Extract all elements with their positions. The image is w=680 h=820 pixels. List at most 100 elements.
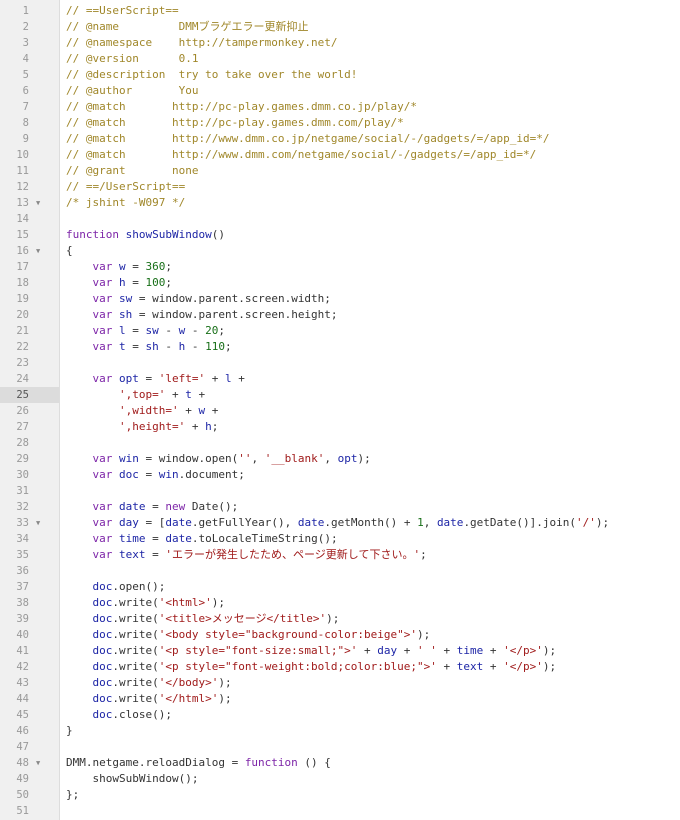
code-token: '<p style="font-size:small;">' xyxy=(158,644,358,657)
code-token xyxy=(66,372,93,385)
code-area[interactable]: // ==UserScript==// @name DMMブラゲエラー更新抑止/… xyxy=(60,0,680,820)
code-token: + xyxy=(397,644,418,657)
code-token: var xyxy=(92,260,119,273)
code-token: .write( xyxy=(112,692,159,705)
code-line[interactable]: // @match http://pc-play.games.dmm.com/p… xyxy=(66,115,404,131)
code-line[interactable]: var time = date.toLocaleTimeString(); xyxy=(66,531,338,547)
gutter-row: 15 xyxy=(0,227,59,243)
code-token xyxy=(66,516,93,529)
code-line[interactable]: doc.open(); xyxy=(66,579,166,595)
line-number: 38 xyxy=(16,597,29,609)
code-line[interactable]: ',height=' + h; xyxy=(66,419,218,435)
code-line[interactable]: // @grant none xyxy=(66,163,198,179)
code-token: var xyxy=(92,532,119,545)
code-line[interactable]: // ==/UserScript== xyxy=(66,179,185,195)
code-line[interactable]: doc.write('<p style="font-weight:bold;co… xyxy=(66,659,557,675)
code-line[interactable]: doc.write('<body style="background-color… xyxy=(66,627,431,643)
fold-toggle-icon[interactable]: ▼ xyxy=(36,199,41,207)
code-token: '</p>' xyxy=(503,644,543,657)
code-line[interactable]: // @author You xyxy=(66,83,198,99)
gutter-row: 25 xyxy=(0,387,59,403)
code-line[interactable]: // @description try to take over the wor… xyxy=(66,67,357,83)
gutter-row: 22 xyxy=(0,339,59,355)
code-line[interactable]: var win = window.open('', '__blank', opt… xyxy=(66,451,371,467)
gutter-row: 34 xyxy=(0,531,59,547)
code-line[interactable]: doc.close(); xyxy=(66,707,172,723)
code-line[interactable]: } xyxy=(66,723,73,739)
line-number: 37 xyxy=(16,581,29,593)
code-line[interactable]: { xyxy=(66,243,73,259)
code-token: } xyxy=(66,724,73,737)
code-line[interactable]: // @match http://www.dmm.com/netgame/soc… xyxy=(66,147,536,163)
code-line[interactable]: // @name DMMブラゲエラー更新抑止 xyxy=(66,19,308,35)
code-token: ); xyxy=(218,692,232,705)
code-line[interactable]: var h = 100; xyxy=(66,275,173,291)
code-token: '<html>' xyxy=(158,596,212,609)
code-token: ); xyxy=(326,612,340,625)
code-token: sh xyxy=(119,308,133,321)
code-line[interactable]: // @match http://www.dmm.co.jp/netgame/s… xyxy=(66,131,549,147)
code-token: = window.parent.screen.height; xyxy=(132,308,338,321)
code-line[interactable]: // @match http://pc-play.games.dmm.co.jp… xyxy=(66,99,417,115)
code-line[interactable]: var w = 360; xyxy=(66,259,173,275)
code-token: function xyxy=(66,228,126,241)
code-token: + xyxy=(205,372,225,385)
code-line[interactable]: function showSubWindow() xyxy=(66,227,225,243)
gutter-row: 45 xyxy=(0,707,59,723)
code-line[interactable]: var text = 'エラーが発生したため、ページ更新して下さい。'; xyxy=(66,547,427,563)
code-line[interactable]: var t = sh - h - 110; xyxy=(66,339,232,355)
code-line[interactable]: var sh = window.parent.screen.height; xyxy=(66,307,338,323)
code-token: '</p>' xyxy=(503,660,543,673)
line-number: 15 xyxy=(16,229,29,241)
code-line[interactable]: }; xyxy=(66,787,79,803)
code-token: // ==UserScript== xyxy=(66,4,179,17)
code-token: ; xyxy=(165,276,172,289)
code-token: '<body style="background-color:beige">' xyxy=(158,628,418,641)
code-token xyxy=(66,580,93,593)
code-line[interactable]: showSubWindow(); xyxy=(66,771,199,787)
code-line[interactable]: var opt = 'left=' + l + xyxy=(66,371,245,387)
code-token: '</body>' xyxy=(158,676,219,689)
line-number: 29 xyxy=(16,453,29,465)
gutter-row: 18 xyxy=(0,275,59,291)
line-number: 10 xyxy=(16,149,29,161)
fold-toggle-icon[interactable]: ▼ xyxy=(36,519,41,527)
code-line[interactable]: doc.write('<title>メッセージ</title>'); xyxy=(66,611,340,627)
gutter-row: 24 xyxy=(0,371,59,387)
code-line[interactable]: var doc = win.document; xyxy=(66,467,245,483)
line-number: 43 xyxy=(16,677,29,689)
code-token: // @match http://pc-play.games.dmm.co.jp… xyxy=(66,100,417,113)
code-line[interactable]: doc.write('<p style="font-size:small;">'… xyxy=(66,643,557,659)
code-token: w xyxy=(198,404,206,417)
gutter-row: 32 xyxy=(0,499,59,515)
code-line[interactable]: doc.write('</body>'); xyxy=(66,675,232,691)
line-number: 25 xyxy=(16,389,29,401)
gutter-row: 14 xyxy=(0,211,59,227)
gutter-row: 1 xyxy=(0,3,59,19)
code-token: new xyxy=(165,500,192,513)
code-line[interactable]: var l = sw - w - 20; xyxy=(66,323,226,339)
code-line[interactable]: var day = [date.getFullYear(), date.getM… xyxy=(66,515,610,531)
code-line[interactable]: // @version 0.1 xyxy=(66,51,198,67)
gutter-row: 23 xyxy=(0,355,59,371)
fold-toggle-icon[interactable]: ▼ xyxy=(36,247,41,255)
code-line[interactable]: // ==UserScript== xyxy=(66,3,179,19)
code-line[interactable]: /* jshint -W097 */ xyxy=(66,195,185,211)
gutter-row: 10 xyxy=(0,147,59,163)
code-token: day xyxy=(119,516,139,529)
code-token: = xyxy=(125,324,146,337)
code-line[interactable]: // @namespace http://tampermonkey.net/ xyxy=(66,35,338,51)
fold-toggle-icon[interactable]: ▼ xyxy=(36,759,41,767)
code-token: 100 xyxy=(145,276,166,289)
code-line[interactable]: DMM.netgame.reloadDialog = function () { xyxy=(66,755,331,771)
code-line[interactable]: var sw = window.parent.screen.width; xyxy=(66,291,331,307)
code-token: = xyxy=(138,468,159,481)
code-line[interactable]: var date = new Date(); xyxy=(66,499,239,515)
line-number: 28 xyxy=(16,437,29,449)
code-line[interactable]: ',width=' + w + xyxy=(66,403,218,419)
code-line[interactable]: ',top=' + t + xyxy=(66,387,205,403)
code-line[interactable]: doc.write('</html>'); xyxy=(66,691,232,707)
gutter-row: 35 xyxy=(0,547,59,563)
code-line[interactable]: doc.write('<html>'); xyxy=(66,595,225,611)
